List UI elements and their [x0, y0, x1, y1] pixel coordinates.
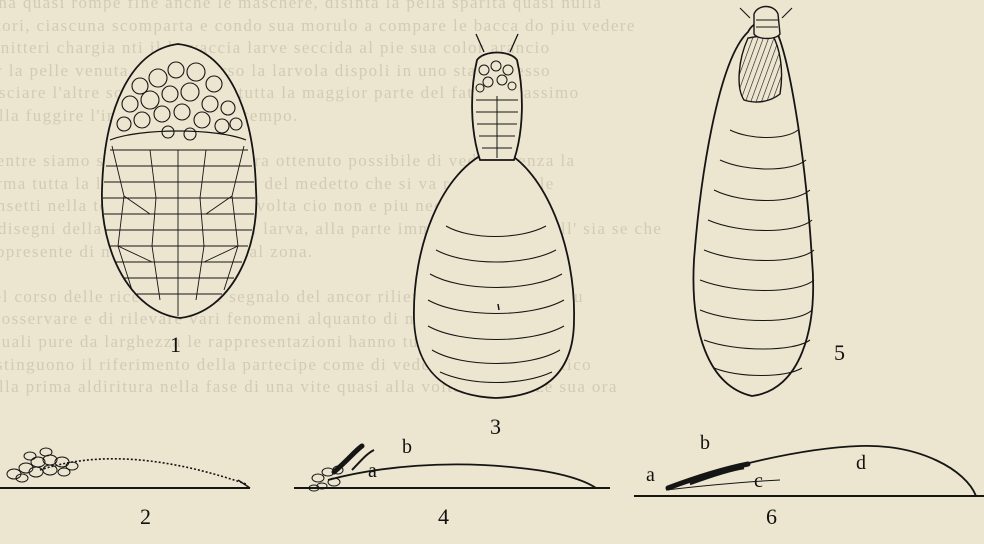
figure-number-5: 5: [834, 340, 845, 366]
figure-number-4: 4: [438, 504, 449, 530]
figure-2-drawing: [0, 448, 250, 488]
figure-3-drawing: [414, 34, 574, 398]
figure-6-label-d: d: [856, 452, 866, 475]
figure-4-label-b: b: [402, 436, 412, 459]
figure-number-1: 1: [170, 332, 181, 358]
figure-2-tip-mark: [238, 480, 250, 488]
figure-5-drawing: [693, 7, 814, 397]
figure-number-6: 6: [766, 504, 777, 530]
figure-6-label-a: a: [646, 464, 655, 487]
figure-4-label-a: a: [368, 460, 377, 483]
figure-6-drawing: [634, 446, 984, 496]
figure-6-label-c: c: [754, 470, 763, 493]
figure-6-label-b: b: [700, 432, 710, 455]
figure-4-drawing: [294, 446, 610, 491]
figure-number-3: 3: [490, 414, 501, 440]
figure-1-drawing: [102, 44, 256, 318]
figure-number-2: 2: [140, 504, 151, 530]
